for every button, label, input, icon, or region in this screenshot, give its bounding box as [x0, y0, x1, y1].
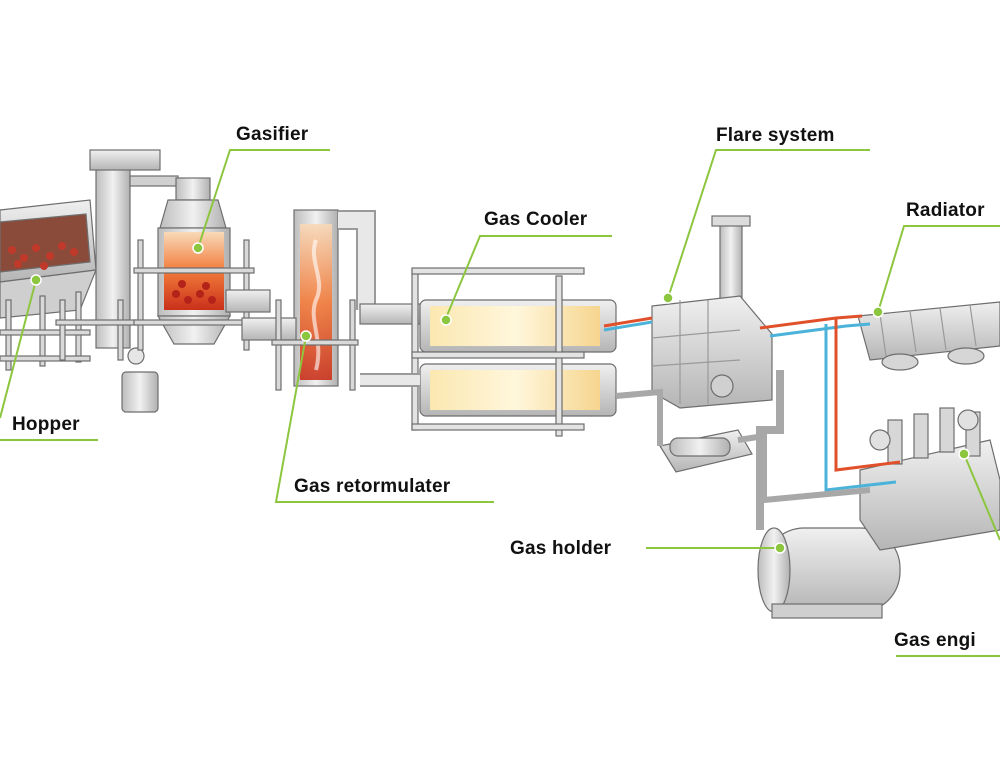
- radiator-unit: [857, 301, 1000, 371]
- leader-dot-gas-holder: [774, 542, 786, 554]
- leader-dot-gas-cooler: [440, 314, 452, 326]
- leader-line-hopper-pointer: [0, 279, 37, 419]
- label-hopper: Hopper: [12, 414, 80, 435]
- label-gas-cooler: Gas Cooler: [484, 209, 588, 230]
- leader-line-gas-engine: [963, 453, 1000, 541]
- leader-dot-gas-retormulater: [300, 330, 312, 342]
- gas-cooler-unit: [359, 267, 617, 437]
- leader-dot-flare-system: [662, 292, 674, 304]
- gasifier-unit: [133, 177, 271, 351]
- leader-dot-gasifier: [192, 242, 204, 254]
- label-gas-retormulater: Gas retormulater: [294, 476, 451, 497]
- leader-line-gas-retormulater: [274, 335, 494, 503]
- piping: [603, 314, 901, 504]
- leader-dot-gas-engine: [958, 448, 970, 460]
- leader-lines: [0, 149, 1000, 657]
- label-gasifier: Gasifier: [236, 124, 309, 145]
- gas-reformulater-unit: [241, 209, 376, 391]
- leader-line-flare-system: [667, 149, 870, 299]
- gas-blower-unit: [659, 429, 753, 473]
- leader-line-radiator: [877, 225, 1000, 313]
- hopper-unit: [0, 199, 97, 371]
- label-radiator: Radiator: [906, 200, 985, 221]
- gas-engine-unit: [859, 407, 1000, 551]
- flare-system-unit: [651, 215, 773, 409]
- leader-dot-hopper: [30, 274, 42, 286]
- leader-dot-radiator: [872, 306, 884, 318]
- leader-line-gas-cooler: [445, 235, 612, 319]
- leader-line-gasifier: [197, 149, 330, 249]
- label-gas-engine: Gas engi: [894, 630, 976, 651]
- leader-dots: [30, 242, 970, 554]
- label-flare-system: Flare system: [716, 125, 835, 146]
- bucket-elevator: [55, 149, 179, 413]
- label-gas-holder: Gas holder: [510, 538, 612, 559]
